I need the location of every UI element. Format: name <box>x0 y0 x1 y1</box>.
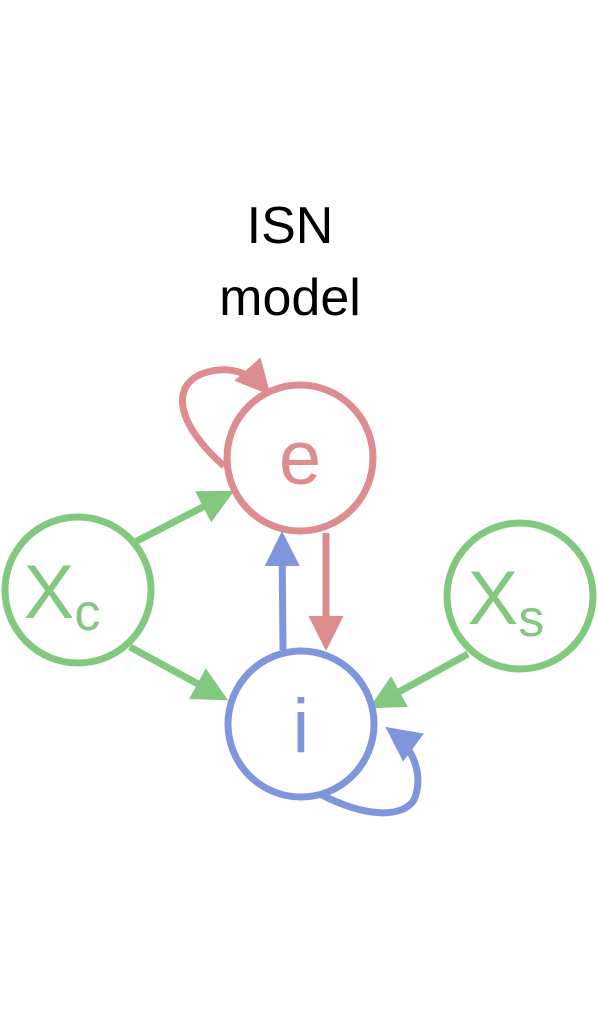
node-e: e <box>223 381 377 535</box>
svg-text:Xc: Xc <box>24 550 101 642</box>
node-xc-label: X <box>24 550 75 635</box>
edge-xc-to-i <box>128 643 229 701</box>
node-xs: Xs <box>443 519 597 673</box>
node-e-label: e <box>279 416 321 501</box>
node-xc: Xc <box>1 513 155 667</box>
edge-i-to-e <box>264 531 300 651</box>
edge-xc-to-e <box>133 490 235 546</box>
edge-xs-to-i <box>368 650 470 709</box>
node-xs-subscript: s <box>518 590 544 648</box>
node-xs-label: X <box>468 556 519 641</box>
node-xc-circle <box>1 513 155 667</box>
node-e-circle <box>223 381 377 535</box>
node-i: i <box>224 647 378 801</box>
title-line-model: model <box>219 269 361 327</box>
edge-e-self-loop <box>178 357 271 469</box>
node-xs-circle <box>443 519 597 673</box>
node-xc-subscript: c <box>74 584 100 642</box>
node-i-label: i <box>293 684 310 769</box>
title-line-isn: ISN <box>246 197 334 255</box>
edge-i-self-loop <box>318 726 424 817</box>
svg-text:Xs: Xs <box>468 556 545 648</box>
node-i-circle <box>224 647 378 801</box>
